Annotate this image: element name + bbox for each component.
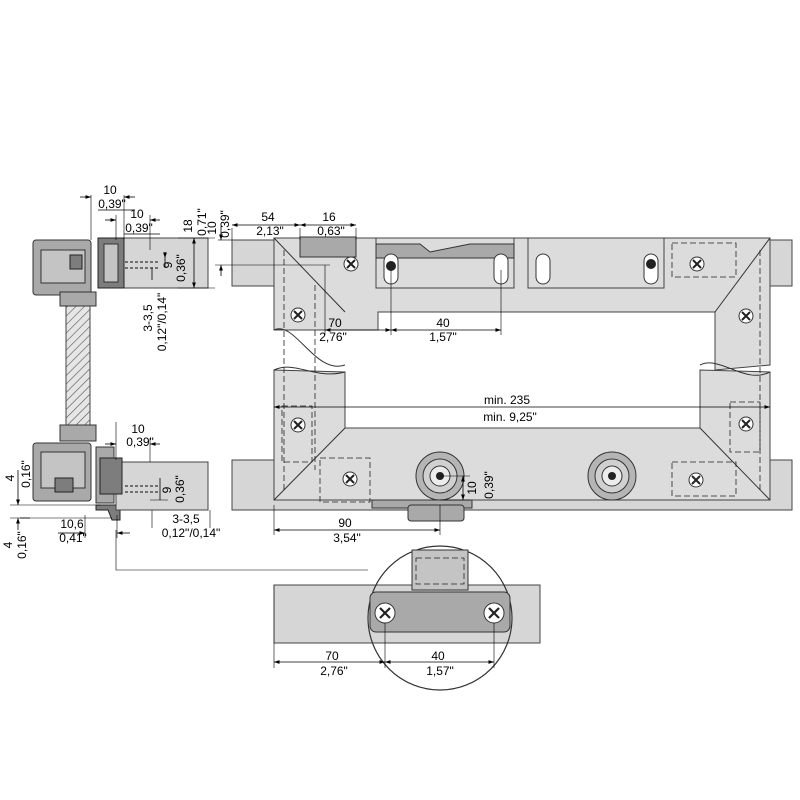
dimension-labels: 10 0,39" 10 0,39" 18 0,71" 10 0,39" 9 0,… bbox=[1, 183, 537, 678]
dim-10-low-in: 0,39" bbox=[126, 435, 154, 449]
dim-33-low-mm: 3-3,5 bbox=[172, 512, 200, 526]
screw-icon bbox=[290, 417, 306, 433]
dim-70-detail-mm: 70 bbox=[325, 649, 339, 663]
dim-4-low-mm: 4 bbox=[1, 541, 15, 548]
screw-icon bbox=[483, 602, 505, 624]
dim-106-mm: 10,6 bbox=[60, 517, 84, 531]
dim-40-detail-mm: 40 bbox=[431, 649, 445, 663]
dim-106-in: 0,41" bbox=[59, 531, 87, 545]
dim-10-top-in: 0,39" bbox=[98, 197, 126, 211]
bottom-guide-block bbox=[407, 504, 465, 522]
detail-guide-block bbox=[411, 549, 469, 591]
dim-40-detail-in: 1,57" bbox=[426, 664, 454, 678]
dim-9-top-mm: 9 bbox=[161, 261, 175, 268]
dim-4-top-mm: 4 bbox=[3, 474, 17, 481]
dim-10-roller-mm: 10 bbox=[465, 481, 479, 495]
front-view bbox=[231, 236, 793, 522]
dim-40-top-mm: 40 bbox=[436, 316, 450, 330]
cross-section-view bbox=[32, 237, 209, 521]
dim-10-b-mm: 10 bbox=[130, 207, 144, 221]
dim-70-detail-in: 2,76" bbox=[320, 664, 348, 678]
bottom-roller-block bbox=[54, 477, 74, 493]
dim-33-top-mm: 3-3,5 bbox=[141, 304, 155, 332]
bottom-panel-section bbox=[115, 461, 209, 511]
screw-icon bbox=[125, 485, 158, 493]
screw-icon bbox=[738, 416, 754, 432]
screw-icon bbox=[290, 307, 306, 323]
bottom-glass-clip bbox=[59, 424, 97, 442]
screw-icon bbox=[738, 308, 754, 324]
glass-panel bbox=[65, 297, 91, 429]
dim-9-top-in: 0,36" bbox=[174, 254, 188, 282]
detail-view bbox=[115, 530, 541, 691]
dim-min-in: min. 9,25" bbox=[483, 410, 537, 424]
dim-18-mm: 18 bbox=[181, 219, 195, 233]
dim-min-mm: min. 235 bbox=[484, 393, 530, 407]
dim-16-mm: 16 bbox=[322, 210, 336, 224]
dim-4-top-in: 0,16" bbox=[19, 460, 33, 488]
detail-fitting-plate bbox=[369, 591, 511, 633]
screw-icon bbox=[342, 471, 358, 487]
dim-10-low-mm: 10 bbox=[131, 422, 145, 436]
roller-icon bbox=[587, 451, 637, 501]
dim-10-side-in: 0,39" bbox=[218, 210, 232, 238]
dim-33-low-in: 0,12"/0,14" bbox=[162, 526, 221, 540]
top-fitting-block bbox=[69, 254, 83, 270]
dim-16-in: 0,63" bbox=[317, 224, 345, 238]
dim-33-top-in: 0,12"/0,14" bbox=[155, 293, 169, 352]
top-glass-clip bbox=[59, 291, 97, 307]
bottom-side-profile bbox=[99, 457, 123, 495]
dim-10-side-mm: 10 bbox=[205, 221, 219, 235]
screw-icon bbox=[343, 256, 359, 272]
screw-icon bbox=[688, 472, 704, 488]
detail-circle bbox=[367, 545, 513, 691]
top-fitting-plate-2 bbox=[527, 237, 665, 289]
screw-icon bbox=[374, 602, 396, 624]
top-side-inner bbox=[103, 243, 119, 283]
screw-icon bbox=[689, 256, 705, 272]
dim-70-top-in: 2,76" bbox=[319, 330, 347, 344]
dim-54-mm: 54 bbox=[261, 210, 275, 224]
dim-40-top-in: 1,57" bbox=[429, 330, 457, 344]
dim-10-roller-in: 0,39" bbox=[482, 471, 496, 499]
dim-10-b-in: 0,39" bbox=[125, 221, 153, 235]
screw-icon bbox=[125, 261, 158, 269]
dim-70-top-mm: 70 bbox=[328, 316, 342, 330]
dimension-lines bbox=[10, 195, 770, 668]
dim-9-low-mm: 9 bbox=[160, 486, 174, 493]
dim-54-in: 2,13" bbox=[256, 224, 284, 238]
top-spring-clip bbox=[375, 243, 515, 259]
dim-4-low-in: 0,16" bbox=[15, 531, 29, 559]
dim-90-mm: 90 bbox=[338, 516, 352, 530]
dim-10-top-mm: 10 bbox=[103, 183, 117, 197]
top-guide-block bbox=[299, 236, 357, 258]
dim-9-low-in: 0,36" bbox=[173, 475, 187, 503]
dim-90-in: 3,54" bbox=[333, 531, 361, 545]
dim-18-in: 0,71" bbox=[195, 208, 209, 236]
